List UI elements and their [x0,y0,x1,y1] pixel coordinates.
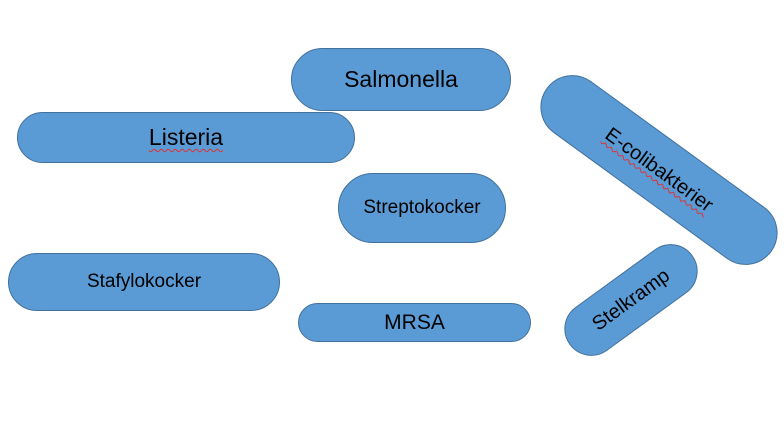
streptokocker-capsule[interactable]: Streptokocker [338,173,506,243]
salmonella-capsule[interactable]: Salmonella [291,48,511,111]
ecoli-capsule[interactable]: E-colibakterier [527,62,784,278]
streptokocker-label: Streptokocker [363,197,481,218]
stelkramp-label: Stelkramp [587,264,674,335]
listeria-capsule[interactable]: Listeria [17,112,355,163]
stelkramp-capsule[interactable]: Stelkramp [553,233,709,367]
salmonella-label: Salmonella [344,66,458,92]
ecoli-label: E-colibakterier [601,123,718,217]
stafylokocker-label: Stafylokocker [86,271,202,292]
mrsa-label: MRSA [384,310,445,334]
mrsa-capsule[interactable]: MRSA [298,303,531,342]
stafylokocker-capsule[interactable]: Stafylokocker [8,253,280,311]
listeria-label: Listeria [148,124,224,150]
